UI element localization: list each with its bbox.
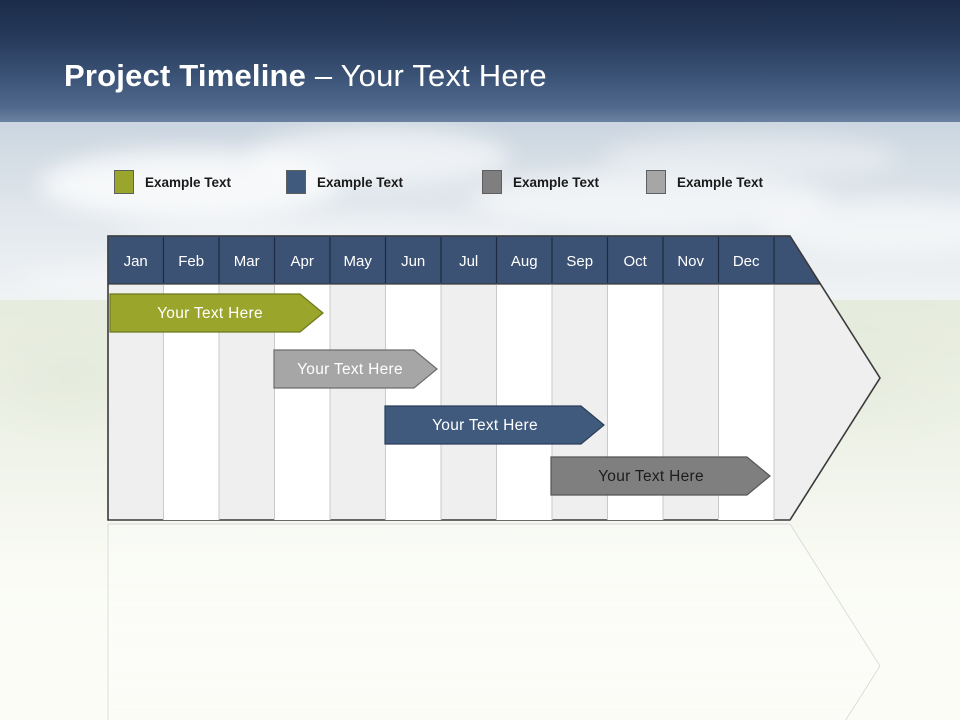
legend-item-3[interactable]: Example Text [646,170,763,194]
month-header-dec: Dec [733,253,760,270]
legend-item-0[interactable]: Example Text [114,170,231,194]
month-header-mar: Mar [234,253,260,270]
month-header-nov: Nov [677,253,704,270]
task-bar-3[interactable]: Your Text Here [550,456,771,496]
legend-item-label: Example Text [317,174,404,190]
task-bar-label: Your Text Here [598,468,704,485]
legend-swatch-icon [646,170,666,194]
task-bar-0[interactable]: Your Text Here [109,293,324,333]
legend-swatch-icon [114,170,134,194]
month-header-oct: Oct [624,253,648,270]
month-header-apr: Apr [291,253,314,270]
month-header-jun: Jun [401,253,425,270]
timeline-header-row: Jan Feb Mar Apr May Jun Jul Aug Sep Oct … [107,235,822,285]
title-banner [0,0,960,122]
month-header-may: May [344,253,373,270]
task-bar-label: Your Text Here [157,305,263,322]
task-bar-label: Your Text Here [297,361,403,378]
legend-item-label: Example Text [677,174,764,190]
page-title: Project Timeline – Your Text Here [64,58,547,94]
page-title-separator: – [306,58,341,93]
page-title-rest: Your Text Here [340,58,547,93]
page-title-strong: Project Timeline [64,58,307,93]
task-bar-1[interactable]: Your Text Here [273,349,438,389]
task-bar-2[interactable]: Your Text Here [384,405,605,445]
legend-item-2[interactable]: Example Text [482,170,599,194]
task-bar-label: Your Text Here [432,417,538,434]
legend-item-label: Example Text [145,174,232,190]
month-header-jan: Jan [124,253,148,270]
legend-swatch-icon [286,170,306,194]
month-header-jul: Jul [459,253,478,270]
month-header-aug: Aug [511,253,538,270]
legend-item-1[interactable]: Example Text [286,170,403,194]
month-header-sep: Sep [566,253,593,270]
month-header-feb: Feb [178,253,204,270]
timeline-reflection [107,523,881,720]
legend-item-label: Example Text [513,174,600,190]
legend-swatch-icon [482,170,502,194]
